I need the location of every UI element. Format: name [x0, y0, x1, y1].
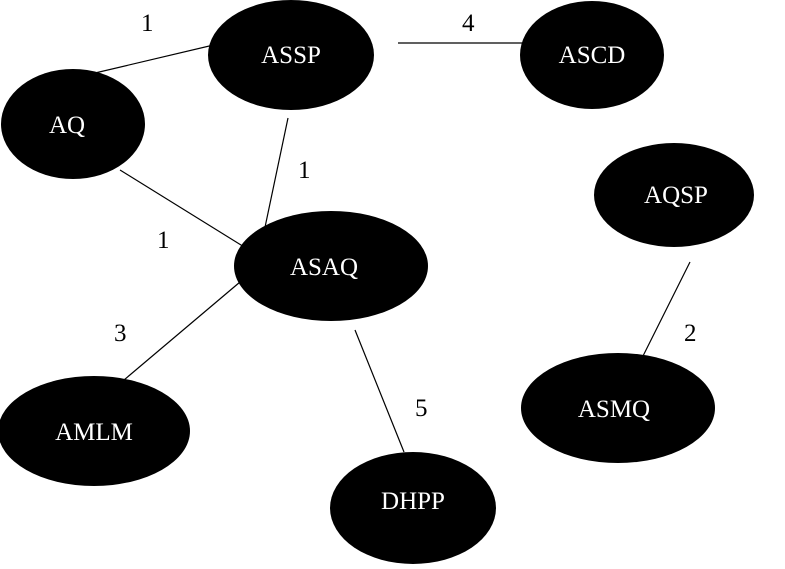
edge-asaq-dhpp — [354, 329, 405, 453]
edge-label-asaq-amlm: 3 — [114, 320, 127, 347]
edge-label-asaq-dhpp: 5 — [415, 395, 428, 422]
edge-label-assp-ascd: 4 — [462, 10, 475, 37]
edge-assp-asaq — [263, 117, 289, 233]
node-label-aqsp: AQSP — [644, 182, 708, 209]
node-label-assp: ASSP — [261, 42, 321, 69]
edge-label-aqsp-asmq: 2 — [684, 320, 697, 347]
node-amlm: AMLM — [0, 376, 190, 486]
node-asmq: ASMQ — [521, 353, 715, 463]
edge-label-aq-asaq: 1 — [157, 227, 170, 254]
node-dhpp: DHPP — [330, 452, 496, 564]
node-label-asmq: ASMQ — [578, 396, 650, 423]
node-aq: AQ — [1, 69, 145, 179]
node-label-ascd: ASCD — [559, 42, 626, 69]
node-label-aq: AQ — [49, 112, 85, 139]
node-asaq: ASAQ — [234, 211, 428, 321]
node-aqsp: AQSP — [594, 143, 754, 247]
edge-aq-assp — [94, 42, 223, 74]
edge-label-assp-asaq: 1 — [298, 157, 311, 184]
edge-aq-asaq — [119, 169, 263, 259]
node-assp: ASSP — [208, 0, 374, 110]
node-label-dhpp: DHPP — [381, 488, 445, 515]
node-label-asaq: ASAQ — [290, 254, 358, 281]
edge-asaq-amlm — [123, 281, 241, 381]
node-label-amlm: AMLM — [55, 419, 133, 446]
node-ascd: ASCD — [520, 1, 664, 109]
edge-aqsp-asmq — [642, 261, 691, 357]
edge-label-aq-assp: 1 — [141, 10, 154, 37]
